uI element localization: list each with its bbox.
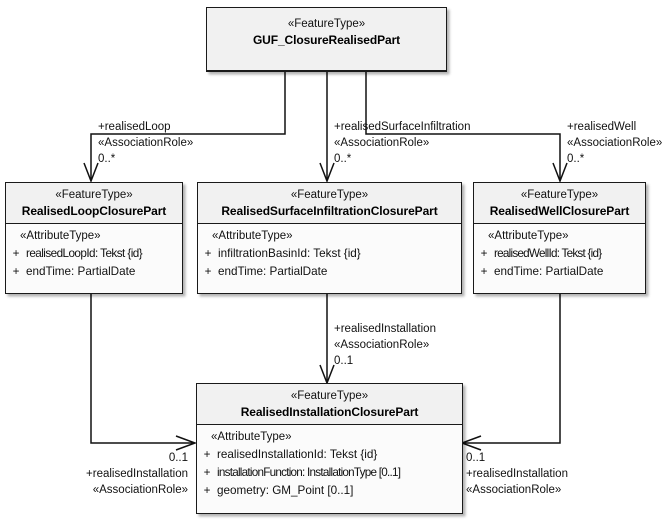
assoc-stereotype: «AssociationRole» [334, 137, 430, 149]
class-stereotype: «FeatureType» [520, 189, 599, 201]
attribute-text: endTime: PartialDate [26, 265, 136, 278]
class-stereotype: «FeatureType» [287, 18, 366, 30]
assoc-role: +realisedLoop [98, 121, 171, 133]
class-box-realised-installation-closure-part[interactable]: «FeatureType» RealisedInstallationClosur… [196, 383, 463, 514]
class-attributes: «AttributeType» + infiltrationBasinId: T… [198, 224, 461, 293]
attribute-text: geometry: GM_Point [0..1] [217, 484, 354, 497]
class-header: «FeatureType» RealisedInstallationClosur… [197, 384, 462, 425]
assoc-stereotype: «AssociationRole» [334, 339, 430, 351]
arrowhead-installation-top [319, 364, 335, 386]
connector-well-to-installation [463, 294, 561, 444]
assoc-label-realised-installation-left: 0..1 +realisedInstallation «AssociationR… [36, 450, 188, 498]
attribute-visibility: + [12, 247, 20, 260]
assoc-role: +realisedSurfaceInfiltration [334, 121, 471, 133]
class-header: «FeatureType» RealisedLoopClosurePart [6, 183, 182, 224]
attribute-row: + endTime: PartialDate [198, 263, 461, 281]
class-name: RealisedSurfaceInfiltrationClosurePart [221, 204, 438, 218]
attribute-stereotype: «AttributeType» [488, 230, 569, 242]
arrowhead-well [552, 162, 568, 184]
arrowhead-installation-right [459, 435, 482, 451]
attribute-text: installationFunction: InstallationType [… [217, 466, 401, 479]
attribute-stereotype: «AttributeType» [20, 230, 101, 242]
attribute-text: realisedInstallationId: Tekst {id} [217, 448, 378, 461]
assoc-role: +realisedWell [567, 121, 637, 133]
class-name: RealisedInstallationClosurePart [240, 405, 419, 419]
attribute-row: + realisedInstallationId: Tekst {id} [197, 446, 462, 464]
attribute-text: endTime: PartialDate [494, 265, 604, 278]
attribute-text: infiltrationBasinId: Tekst {id} [218, 247, 361, 260]
assoc-stereotype: «AssociationRole» [98, 137, 194, 149]
class-box-guf-closure-realised-part[interactable]: «FeatureType» GUF_ClosureRealisedPart [206, 7, 447, 72]
assoc-label-realised-installation-right: 0..1 +realisedInstallation «AssociationR… [466, 450, 568, 498]
class-stereotype: «FeatureType» [290, 390, 369, 402]
attribute-visibility: + [204, 265, 212, 278]
assoc-label-realised-installation-mid: +realisedInstallation «AssociationRole» … [334, 321, 436, 369]
class-box-realised-well-closure-part[interactable]: «FeatureType» RealisedWellClosurePart «A… [473, 182, 646, 294]
arrowhead-surface [319, 162, 335, 184]
attribute-visibility: + [203, 448, 211, 461]
assoc-stereotype: «AssociationRole» [92, 484, 188, 496]
class-stereotype: «FeatureType» [55, 189, 133, 201]
class-header: «FeatureType» RealisedWellClosurePart [474, 183, 645, 224]
arrowhead-installation-left [175, 435, 198, 451]
attribute-visibility: + [480, 247, 488, 260]
class-attributes: «AttributeType» + realisedWellId: Tekst … [474, 224, 645, 293]
attribute-row: + realisedWellId: Tekst {id} [474, 245, 645, 263]
attribute-text: endTime: PartialDate [218, 265, 328, 278]
class-attributes: «AttributeType» + realisedLoopId: Tekst … [6, 224, 182, 293]
class-attributes: «AttributeType» + realisedInstallationId… [197, 425, 462, 513]
attribute-visibility: + [203, 466, 211, 479]
attribute-text: realisedLoopId: Tekst {id} [26, 247, 143, 260]
attribute-row: + infiltrationBasinId: Tekst {id} [198, 245, 461, 263]
attribute-visibility: + [203, 484, 211, 497]
attribute-stereotype: «AttributeType» [211, 431, 292, 443]
class-box-realised-surface-infiltration-closure-part[interactable]: «FeatureType» RealisedSurfaceInfiltratio… [197, 182, 462, 294]
class-header: «FeatureType» GUF_ClosureRealisedPart [207, 8, 446, 71]
assoc-multiplicity: 0..1 [334, 355, 354, 367]
attribute-row: + endTime: PartialDate [6, 263, 182, 281]
assoc-role: +realisedInstallation [86, 468, 188, 480]
attribute-visibility: + [480, 265, 488, 278]
arrowhead-loop [83, 162, 99, 184]
attribute-row: + installationFunction: InstallationType… [197, 464, 462, 482]
attribute-text: realisedWellId: Tekst {id} [494, 247, 602, 260]
assoc-label-realised-surface-infiltration: +realisedSurfaceInfiltration «Associatio… [334, 119, 470, 167]
class-name: GUF_ClosureRealisedPart [252, 33, 401, 47]
assoc-multiplicity: 0..1 [466, 452, 486, 464]
class-stereotype: «FeatureType» [290, 189, 369, 201]
connector-loop-to-installation [90, 294, 194, 444]
class-box-realised-loop-closure-part[interactable]: «FeatureType» RealisedLoopClosurePart «A… [5, 182, 183, 294]
assoc-role: +realisedInstallation [466, 468, 568, 480]
assoc-stereotype: «AssociationRole» [567, 137, 663, 149]
assoc-label-realised-loop: +realisedLoop «AssociationRole» 0..* [98, 119, 193, 167]
assoc-multiplicity: 0..1 [168, 452, 188, 464]
class-name: RealisedLoopClosurePart [21, 204, 167, 218]
assoc-multiplicity: 0..* [567, 153, 585, 165]
attribute-row: + endTime: PartialDate [474, 263, 645, 281]
assoc-role: +realisedInstallation [334, 323, 436, 335]
attribute-row: + geometry: GM_Point [0..1] [197, 482, 462, 500]
assoc-multiplicity: 0..* [98, 153, 116, 165]
attribute-visibility: + [204, 247, 212, 260]
assoc-label-realised-well: +realisedWell «AssociationRole» 0..* [567, 119, 662, 167]
class-header: «FeatureType» RealisedSurfaceInfiltratio… [198, 183, 461, 224]
assoc-multiplicity: 0..* [334, 153, 352, 165]
attribute-row: + realisedLoopId: Tekst {id} [6, 245, 182, 263]
attribute-visibility: + [12, 265, 20, 278]
attribute-stereotype: «AttributeType» [212, 230, 293, 242]
assoc-stereotype: «AssociationRole» [466, 484, 562, 496]
class-name: RealisedWellClosurePart [489, 204, 630, 218]
